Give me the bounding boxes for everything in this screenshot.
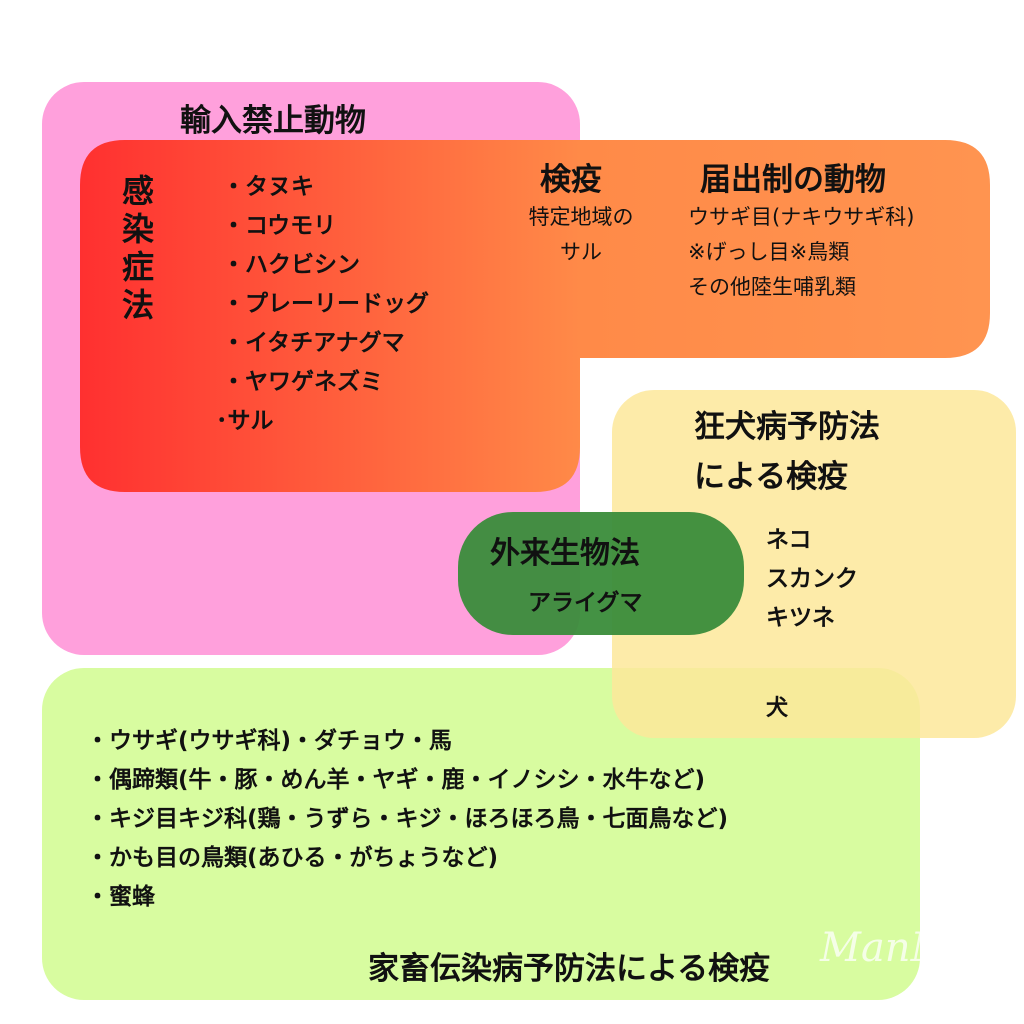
infection-law-title: 感染症法: [122, 172, 155, 324]
rabies-title: 狂犬病予防法 による検疫: [694, 402, 880, 502]
watermark: ManM: [820, 925, 952, 971]
list-item: キツネ: [766, 605, 835, 631]
invasive-item: アライグマ: [528, 590, 643, 616]
quarantine-line: 特定地域の: [528, 205, 634, 229]
livestock-region: [42, 668, 920, 1000]
list-item: ・蜜蜂: [86, 884, 155, 910]
list-item: ・コウモリ: [222, 213, 337, 239]
list-item: ・かも目の鳥類(あひる・がちょうなど): [86, 845, 499, 871]
rabies-title-line: による検疫: [694, 459, 849, 495]
livestock-list: ・ウサギ(ウサギ科)・ダチョウ・馬 ・偶蹄類(牛・豚・めん羊・ヤギ・鹿・イノシシ…: [86, 722, 728, 917]
notification-line: ウサギ目(ナキウサギ科): [688, 205, 915, 229]
list-item: ・偶蹄類(牛・豚・めん羊・ヤギ・鹿・イノシシ・水牛など): [86, 767, 706, 793]
notification-line: ※げっし目※鳥類: [688, 240, 850, 264]
list-item: ・イタチアナグマ: [222, 330, 405, 356]
notification-line: その他陸生哺乳類: [688, 275, 856, 299]
import-ban-title: 輸入禁止動物: [180, 103, 366, 139]
rabies-region: [612, 390, 1016, 738]
list-item: ・キジ目キジ科(鶏・うずら・キジ・ほろほろ鳥・七面鳥など): [86, 806, 729, 832]
list-item: ・タヌキ: [222, 174, 314, 200]
list-item: ・ウサギ(ウサギ科)・ダチョウ・馬: [86, 728, 453, 754]
invasive-region: [458, 512, 744, 635]
livestock-title: 家畜伝染病予防法による検疫: [368, 951, 771, 987]
list-item: ・ヤワゲネズミ: [222, 369, 383, 395]
infection-quarantine-region: [80, 140, 990, 492]
list-item: ネコ: [766, 527, 812, 553]
notification-title: 届出制の動物: [700, 162, 886, 198]
list-item: ・ハクビシン: [222, 252, 360, 278]
rabies-title-line: 狂犬病予防法: [694, 409, 880, 445]
invasive-title: 外来生物法: [490, 536, 640, 571]
rabies-list: ネコ スカンク キツネ: [766, 521, 858, 638]
list-item: ･サル: [216, 408, 274, 434]
infection-law-list: ・タヌキ ・コウモリ ・ハクビシン ・プレーリードッグ ・イタチアナグマ ・ヤワ…: [216, 168, 429, 441]
quarantine-title: 検疫: [540, 162, 602, 198]
list-item: ・プレーリードッグ: [222, 291, 429, 317]
list-item: スカンク: [766, 566, 858, 592]
notification-text: ウサギ目(ナキウサギ科) ※げっし目※鳥類 その他陸生哺乳類: [688, 200, 914, 305]
quarantine-text: 特定地域の サル: [516, 200, 646, 270]
rabies-overlap-item: 犬: [766, 696, 789, 721]
quarantine-line: サル: [560, 240, 602, 264]
